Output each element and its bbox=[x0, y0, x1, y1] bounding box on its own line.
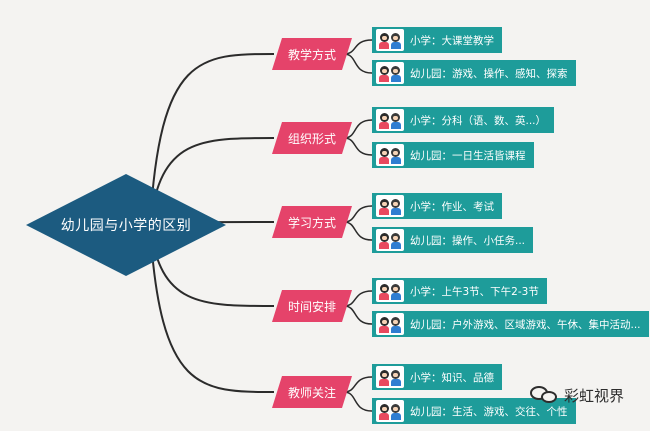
root-label: 幼儿园与小学的区别 bbox=[60, 218, 192, 234]
category-teaching-method: 教学方式 bbox=[272, 38, 352, 70]
root-node: 幼儿园与小学的区别 bbox=[20, 170, 232, 280]
wechat-icon bbox=[530, 384, 560, 406]
category-shape bbox=[272, 38, 352, 70]
leaf-schedule-primary: 小学：上午3节、下午2-3节 bbox=[372, 278, 547, 304]
root-to-category-connector bbox=[149, 224, 275, 393]
leaf-text: 小学：作业、考试 bbox=[410, 200, 494, 213]
leaf-teacher-primary: 小学：知识、品德 bbox=[372, 364, 502, 390]
leaf-organization-kindergarten: 幼儿园：一日生活皆课程 bbox=[372, 142, 534, 168]
children-avatar-icon bbox=[376, 400, 404, 422]
leaf-text: 幼儿园：游戏、操作、感知、探索 bbox=[410, 67, 568, 80]
category-label: 学习方式 bbox=[287, 215, 336, 230]
category-to-leaf-connector bbox=[343, 305, 373, 325]
children-avatar-icon bbox=[376, 366, 404, 388]
category-to-leaf-connector bbox=[343, 53, 373, 74]
leaf-text: 小学：上午3节、下午2-3节 bbox=[410, 285, 539, 298]
category-label: 教学方式 bbox=[287, 47, 336, 62]
category-shape bbox=[272, 290, 352, 322]
leaf-text: 幼儿园：生活、游戏、交往、个性 bbox=[410, 405, 568, 418]
leaf-schedule-kindergarten: 幼儿园：户外游戏、区域游戏、午休、集中活动... bbox=[372, 311, 649, 337]
children-avatar-icon bbox=[376, 62, 404, 84]
category-shape bbox=[272, 122, 352, 154]
category-to-leaf-connector bbox=[343, 137, 373, 156]
leaf-text: 小学：知识、品德 bbox=[410, 371, 494, 384]
leaf-organization-primary: 小学：分科（语、数、英...） bbox=[372, 107, 555, 133]
children-avatar-icon bbox=[376, 29, 404, 51]
leaf-teaching-kindergarten: 幼儿园：游戏、操作、感知、探索 bbox=[372, 60, 576, 86]
category-label: 教师关注 bbox=[287, 385, 336, 400]
leaf-text: 小学：分科（语、数、英...） bbox=[410, 114, 547, 127]
children-avatar-icon bbox=[376, 280, 404, 302]
leaf-teacher-kindergarten: 幼儿园：生活、游戏、交往、个性 bbox=[372, 398, 576, 424]
category-label: 组织形式 bbox=[287, 131, 336, 146]
leaf-learning-kindergarten: 幼儿园：操作、小任务... bbox=[372, 227, 534, 253]
children-avatar-icon bbox=[376, 229, 404, 251]
category-shape bbox=[272, 206, 352, 238]
watermark-text: 彩虹视界 bbox=[564, 386, 625, 405]
category-learning-method: 学习方式 bbox=[272, 206, 352, 238]
watermark: 彩虹视界 bbox=[530, 382, 624, 408]
category-label: 时间安排 bbox=[287, 299, 336, 314]
children-avatar-icon bbox=[376, 109, 404, 131]
leaf-text: 幼儿园：一日生活皆课程 bbox=[410, 149, 526, 162]
category-to-leaf-connector bbox=[343, 221, 373, 241]
children-avatar-icon bbox=[376, 144, 404, 166]
root-to-category-connector bbox=[149, 53, 275, 226]
root-diamond-shape bbox=[26, 174, 226, 276]
category-organization: 组织形式 bbox=[272, 122, 352, 154]
category-teacher-focus: 教师关注 bbox=[272, 376, 352, 408]
leaf-text: 幼儿园：户外游戏、区域游戏、午休、集中活动... bbox=[410, 318, 641, 331]
category-schedule: 时间安排 bbox=[272, 290, 352, 322]
leaf-teaching-primary: 小学：大课堂教学 bbox=[372, 27, 502, 53]
leaf-text: 幼儿园：操作、小任务... bbox=[410, 234, 526, 247]
leaf-text: 小学：大课堂教学 bbox=[410, 34, 494, 47]
leaf-learning-primary: 小学：作业、考试 bbox=[372, 193, 502, 219]
children-avatar-icon bbox=[376, 313, 404, 335]
category-to-leaf-connector bbox=[343, 391, 373, 412]
category-shape bbox=[272, 376, 352, 408]
children-avatar-icon bbox=[376, 195, 404, 217]
